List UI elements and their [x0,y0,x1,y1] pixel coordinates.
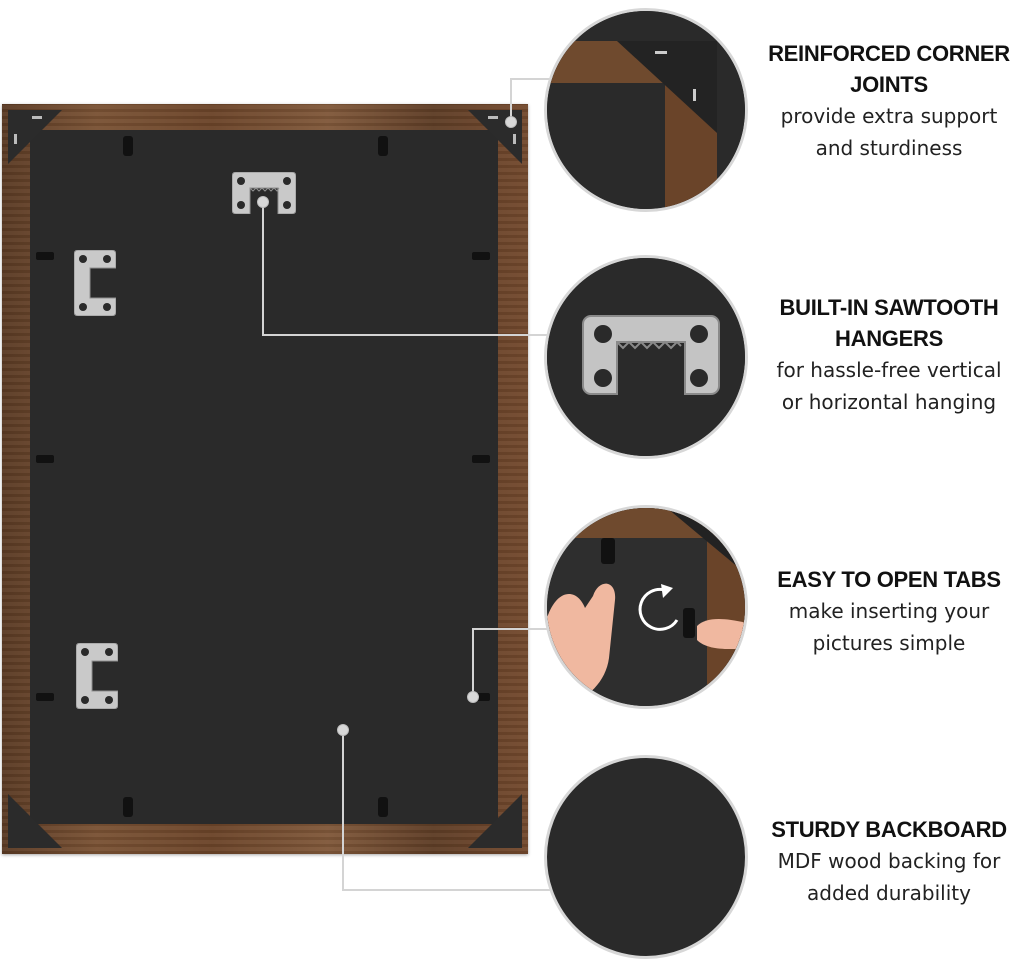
open-tab-zoom [544,505,748,709]
leader-line [342,889,550,891]
corner-bracket-top-left [8,110,62,164]
leader-line [262,334,550,336]
turn-tab[interactable] [36,455,54,463]
callout-dot [337,724,349,736]
sawtooth-hanger [232,172,296,214]
turn-tab[interactable] [36,693,54,701]
feature-description: make inserting your [788,599,990,623]
feature-title: STURDY BACKBOARD [771,817,1007,842]
feature-title: EASY TO OPEN TABS [777,567,1001,592]
feature-description: and sturdiness [815,136,963,160]
sawtooth-hanger-zoom [544,255,748,459]
leader-line [472,628,474,696]
corner-joint-zoom [544,8,748,212]
open-tab-detail [547,508,745,706]
leader-line [472,628,550,630]
sawtooth-hanger [74,250,116,316]
feature-description: pictures simple [812,631,966,655]
callout-dot [467,691,479,703]
feature-description: or horizontal hanging [781,390,997,414]
leader-line [510,78,550,80]
turn-tab[interactable] [123,136,133,156]
sawtooth-hanger-detail [547,258,745,456]
turn-tab[interactable] [378,797,388,817]
backboard-zoom [544,755,748,959]
turn-tab[interactable] [123,797,133,817]
feature-description: MDF wood backing for [777,849,1001,873]
feature-label-sawtooth-hangers: BUILT-IN SAWTOOTH HANGERS for hassle-fre… [754,292,1024,418]
turn-tab[interactable] [378,136,388,156]
feature-label-open-tabs: EASY TO OPEN TABS make inserting your pi… [754,564,1024,659]
callout-dot [257,196,269,208]
feature-title: BUILT-IN SAWTOOTH [779,295,999,320]
rotate-arrow-icon [638,584,679,631]
feature-title: HANGERS [835,326,943,351]
corner-bracket-bottom-left [8,794,62,848]
leader-line [342,730,344,890]
turn-tab[interactable] [472,252,490,260]
sawtooth-hanger [76,643,118,709]
feature-description: provide extra support [780,104,998,128]
feature-description: for hassle-free vertical [776,358,1002,382]
turn-tab[interactable] [472,455,490,463]
feature-label-backboard: STURDY BACKBOARD MDF wood backing for ad… [754,814,1024,909]
corner-joint-detail [547,11,745,209]
callout-dot [505,116,517,128]
feature-description: added durability [807,881,971,905]
feature-title: JOINTS [850,72,928,97]
leader-line [510,78,512,122]
feature-label-corner-joints: REINFORCED CORNER JOINTS provide extra s… [754,38,1024,164]
turn-tab[interactable] [36,252,54,260]
leader-line [262,202,264,335]
corner-bracket-bottom-right [468,794,522,848]
mdf-backboard [30,130,498,824]
turn-tab[interactable] [472,693,490,701]
feature-title: REINFORCED CORNER [768,41,1010,66]
